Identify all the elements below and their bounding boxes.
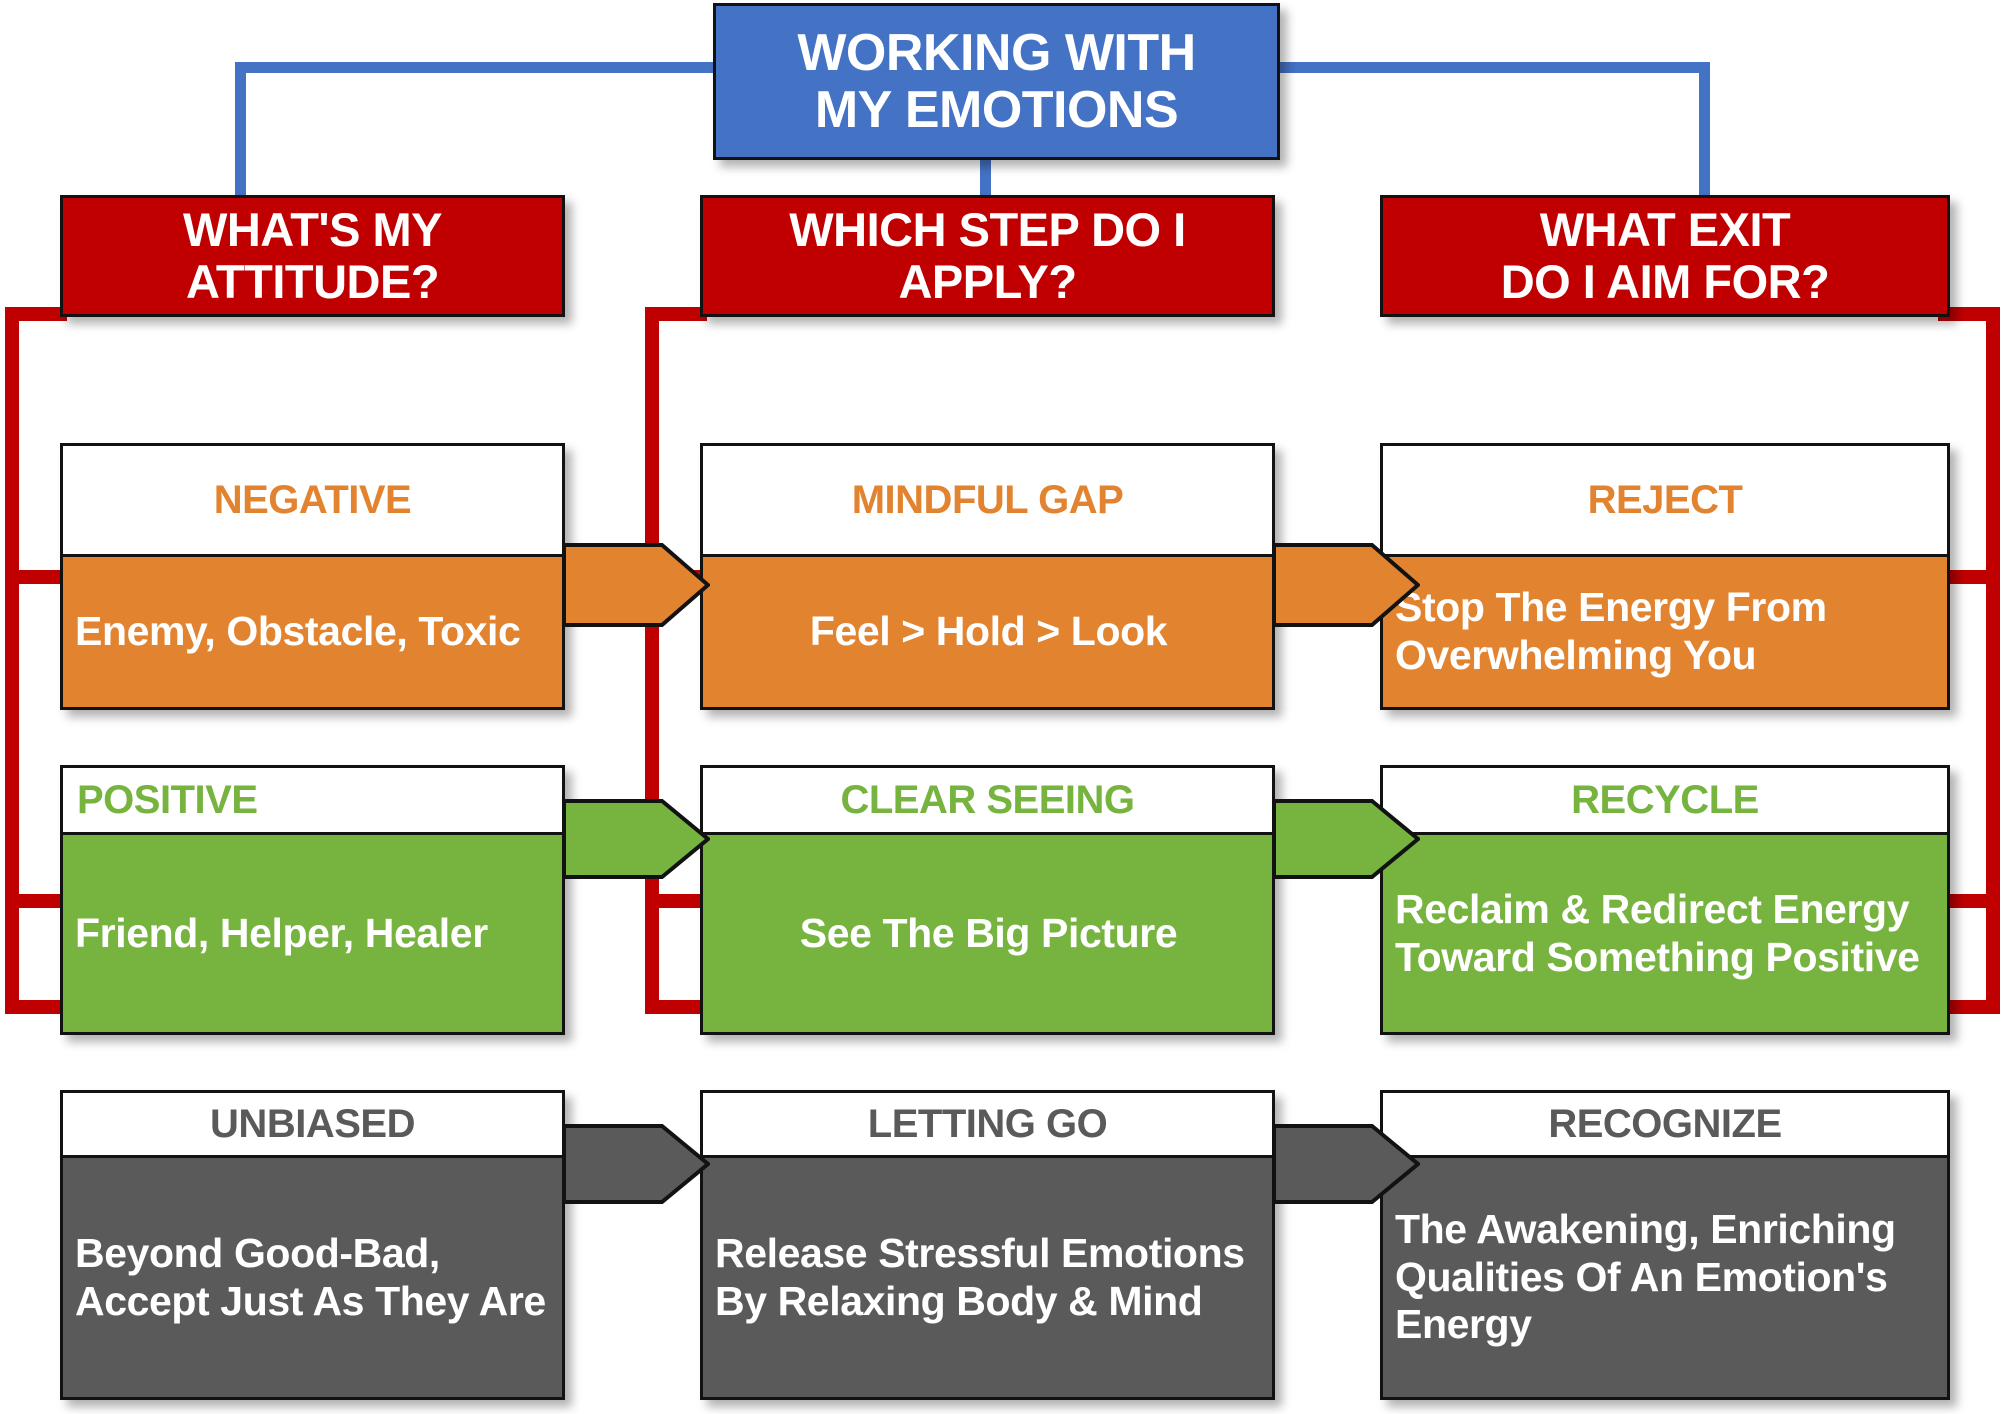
card-step-clearseeing-caption: CLEAR SEEING [703, 768, 1272, 832]
red-connector-col2-branch-2 [645, 894, 707, 908]
card-step-mindfulgap-body: Feel > Hold > Look [703, 554, 1272, 707]
red-connector-col3-trunk [1986, 307, 2000, 1013]
red-connector-col1-branch-3 [5, 1000, 67, 1014]
card-attitude-negative-body: Enemy, Obstacle, Toxic [63, 554, 562, 707]
blue-connector-horizontal-left [235, 62, 725, 73]
red-connector-col2-top [645, 307, 707, 321]
card-exit-recognize-body: The Awakening, Enriching Qualities Of An… [1383, 1155, 1947, 1397]
column-header-step-line1: WHICH STEP DO I [789, 203, 1186, 257]
card-attitude-unbiased-body: Beyond Good-Bad, Accept Just As They Are [63, 1155, 562, 1397]
card-exit-recognize: RECOGNIZE The Awakening, Enriching Quali… [1380, 1090, 1950, 1400]
diagram-title-box: WORKING WITH MY EMOTIONS [713, 3, 1280, 160]
flow-arrow-mindfulgap-to-reject [1272, 529, 1420, 641]
flow-arrow-positive-to-clearseeing [562, 793, 710, 885]
column-header-attitude: WHAT'S MY ATTITUDE? [60, 195, 565, 317]
card-attitude-positive-body: Friend, Helper, Healer [63, 832, 562, 1032]
card-attitude-unbiased-caption: UNBIASED [63, 1093, 562, 1155]
card-attitude-negative-caption: NEGATIVE [63, 446, 562, 554]
column-header-step: WHICH STEP DO I APPLY? [700, 195, 1275, 317]
blue-connector-stem-col2 [980, 155, 991, 203]
column-header-exit-line2: DO I AIM FOR? [1500, 255, 1830, 308]
column-header-step-line2: APPLY? [898, 255, 1077, 308]
card-attitude-negative: NEGATIVE Enemy, Obstacle, Toxic [60, 443, 565, 710]
blue-connector-horizontal-right [1270, 62, 1710, 73]
card-step-lettinggo-body: Release Stressful Emotions By Relaxing B… [703, 1155, 1272, 1397]
column-header-attitude-line1: WHAT'S MY [182, 203, 443, 257]
red-connector-col1-branch-2 [5, 894, 67, 908]
card-attitude-positive-caption: POSITIVE [63, 768, 562, 832]
card-exit-recognize-caption: RECOGNIZE [1383, 1093, 1947, 1155]
red-connector-col3-branch-2 [1938, 894, 2000, 908]
blue-connector-stem-col1 [235, 62, 246, 202]
card-step-mindfulgap-caption: MINDFUL GAP [703, 446, 1272, 554]
red-connector-col3-top [1938, 307, 2000, 321]
blue-connector-stem-col3 [1699, 62, 1710, 202]
card-step-mindfulgap: MINDFUL GAP Feel > Hold > Look [700, 443, 1275, 710]
column-header-exit: WHAT EXIT DO I AIM FOR? [1380, 195, 1950, 317]
card-exit-recycle: RECYCLE Reclaim & Redirect Energy Toward… [1380, 765, 1950, 1035]
card-step-lettinggo: LETTING GO Release Stressful Emotions By… [700, 1090, 1275, 1400]
card-step-clearseeing-body: See The Big Picture [703, 832, 1272, 1032]
card-attitude-unbiased: UNBIASED Beyond Good-Bad, Accept Just As… [60, 1090, 565, 1400]
diagram-title-line1: WORKING WITH [797, 24, 1196, 83]
card-exit-recycle-body: Reclaim & Redirect Energy Toward Somethi… [1383, 832, 1947, 1032]
card-step-clearseeing: CLEAR SEEING See The Big Picture [700, 765, 1275, 1035]
red-connector-col1-top [5, 307, 67, 321]
red-connector-col3-branch-1 [1938, 570, 2000, 584]
card-step-lettinggo-caption: LETTING GO [703, 1093, 1272, 1155]
flow-arrow-unbiased-to-lettinggo [562, 1118, 710, 1210]
card-exit-reject-caption: REJECT [1383, 446, 1947, 554]
card-attitude-positive: POSITIVE Friend, Helper, Healer [60, 765, 565, 1035]
column-header-exit-line1: WHAT EXIT [1539, 203, 1791, 257]
flow-arrow-clearseeing-to-recycle [1272, 793, 1420, 885]
column-header-attitude-line2: ATTITUDE? [185, 255, 440, 308]
red-connector-col3-branch-3 [1938, 1000, 2000, 1014]
red-connector-col1-branch-1 [5, 570, 67, 584]
diagram-title-line2: MY EMOTIONS [814, 80, 1179, 139]
card-exit-reject: REJECT Stop The Energy From Overwhelming… [1380, 443, 1950, 710]
card-exit-reject-body: Stop The Energy From Overwhelming You [1383, 554, 1947, 707]
flow-arrow-lettinggo-to-recognize [1272, 1118, 1420, 1210]
red-connector-col2-branch-3 [645, 1000, 707, 1014]
card-exit-recycle-caption: RECYCLE [1383, 768, 1947, 832]
red-connector-col1-trunk [5, 307, 19, 1013]
flow-arrow-negative-to-mindfulgap [562, 529, 710, 641]
